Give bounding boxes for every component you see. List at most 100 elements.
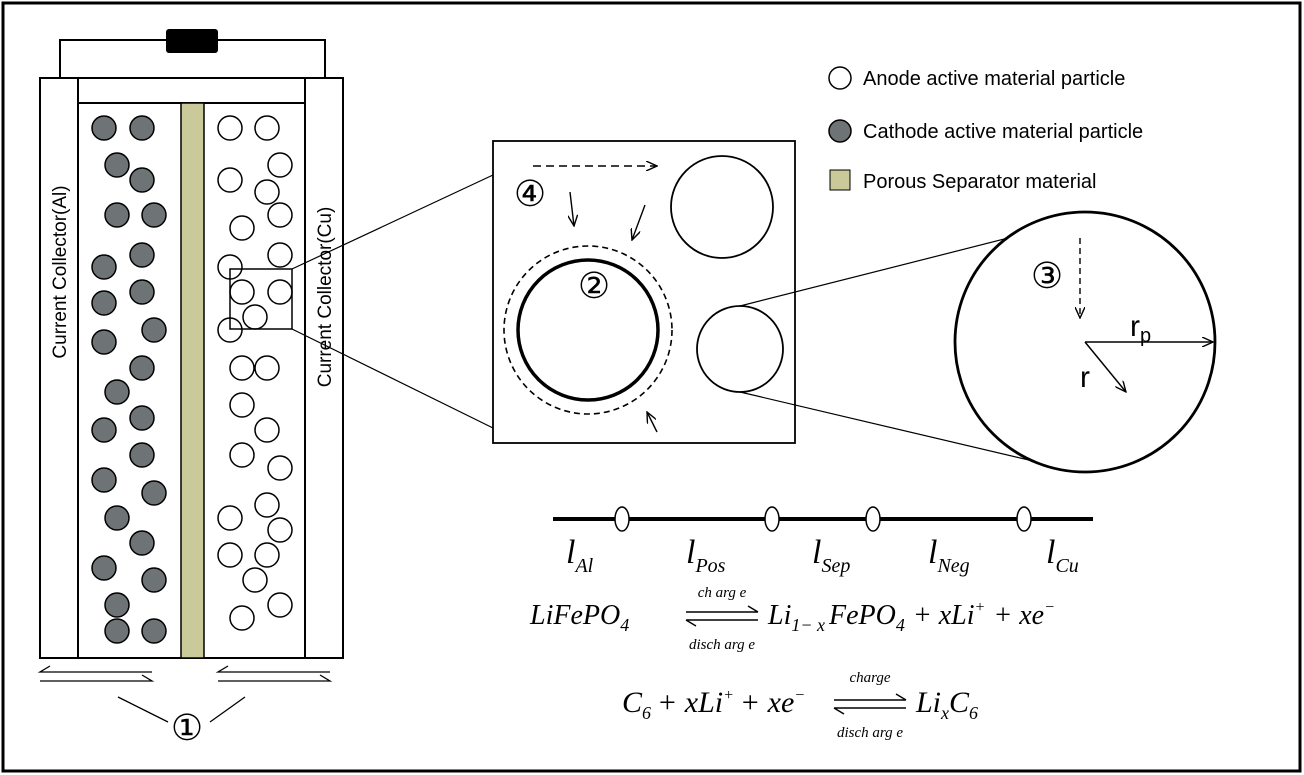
domain-nodes bbox=[614, 506, 1032, 532]
eq2-left-a: C bbox=[622, 686, 643, 719]
cathode-particle bbox=[91, 467, 117, 493]
anode-particle bbox=[267, 455, 293, 481]
collector-al bbox=[39, 77, 79, 659]
domain-label-base: l bbox=[686, 534, 695, 571]
eq1-right-c-sup: + bbox=[975, 599, 986, 616]
anode-particle bbox=[229, 279, 255, 305]
anode-particle bbox=[254, 417, 280, 443]
zoom-connector-top bbox=[291, 174, 494, 270]
cathode-particle bbox=[91, 555, 117, 581]
rp-label-base: r bbox=[1130, 310, 1140, 343]
cathode-particle bbox=[129, 355, 155, 381]
anode-particles bbox=[217, 115, 293, 631]
eq1-right-d: + xe bbox=[993, 600, 1044, 631]
anode-equation: C6+ xLi++ xe− charge disch arg e LixC6 bbox=[622, 670, 978, 741]
legend: Anode active material particle Cathode a… bbox=[828, 66, 1143, 193]
ion-arrow-diagonal bbox=[632, 204, 646, 240]
eq1-reverse-arrow bbox=[685, 619, 758, 627]
anode-particle bbox=[229, 355, 255, 381]
eq2-left-c: + xe bbox=[740, 686, 794, 719]
eq1-left-base: LiFePO bbox=[529, 600, 620, 631]
battery-load-symbol bbox=[166, 29, 218, 53]
rp-label: rp bbox=[1130, 310, 1151, 347]
eq1-right-a-sub: 1− x bbox=[791, 615, 825, 635]
anode-particle bbox=[267, 152, 293, 178]
legend-cathode-swatch bbox=[828, 119, 852, 143]
collector-cu-label: Current Collector(Cu) bbox=[315, 207, 336, 388]
anode-particle bbox=[254, 542, 280, 568]
anode-particle bbox=[229, 442, 255, 468]
eq1-forward-arrow bbox=[686, 605, 759, 613]
anode-particle bbox=[242, 304, 268, 330]
legend-anode-label: Anode active material particle bbox=[863, 68, 1125, 90]
zoom-selection-box bbox=[229, 268, 293, 330]
separator-layer bbox=[180, 102, 205, 659]
eq2-over-label: charge bbox=[849, 670, 890, 686]
eq2-right-a-sub: x bbox=[940, 703, 949, 723]
anode-particle bbox=[229, 605, 255, 631]
domain-label-neg: lNeg bbox=[928, 534, 970, 577]
particle-surface-circle bbox=[516, 258, 660, 402]
anode-particle bbox=[242, 567, 268, 593]
domain-label-sub: Al bbox=[573, 555, 593, 577]
eq2-forward-arrow bbox=[834, 693, 907, 701]
arrow-left-left-region bbox=[37, 665, 152, 673]
domain-label-sub: Pos bbox=[694, 555, 725, 577]
cathode-particle bbox=[141, 618, 167, 644]
cathode-particle bbox=[91, 290, 117, 316]
marker-3: ③ bbox=[1031, 256, 1063, 296]
domain-label-sub: Neg bbox=[936, 555, 969, 577]
r-arrow bbox=[1084, 341, 1126, 392]
anode-particle bbox=[254, 115, 280, 141]
rp-label-sub: p bbox=[1140, 325, 1151, 347]
domain-label-pos: lPos bbox=[686, 534, 726, 577]
transport-arrows bbox=[37, 665, 333, 682]
domain-label-sub: Sep bbox=[821, 555, 850, 577]
cathode-particle bbox=[91, 115, 117, 141]
eq1-under-label: disch arg e bbox=[689, 637, 755, 653]
domain-label-base: l bbox=[566, 534, 575, 571]
cathode-particle bbox=[91, 329, 117, 355]
anode-particle bbox=[267, 279, 293, 305]
eq1-over-label: ch arg e bbox=[698, 585, 747, 601]
cathode-particle bbox=[104, 592, 130, 618]
anode-particle bbox=[267, 242, 293, 268]
domain-node bbox=[614, 506, 630, 532]
eq2-left-b-sup: + bbox=[723, 687, 734, 704]
eq2-right-b: C bbox=[949, 686, 970, 719]
anode-particle bbox=[267, 517, 293, 543]
legend-cathode-label: Cathode active material particle bbox=[863, 121, 1143, 143]
eq2-left-c-sup: − bbox=[794, 687, 805, 704]
eq1-right-c: + xLi bbox=[913, 600, 975, 631]
r-label: r bbox=[1080, 361, 1090, 394]
cathode-particle bbox=[91, 254, 117, 280]
anode-particle bbox=[267, 202, 293, 228]
eq1-right-a: Li bbox=[767, 600, 791, 631]
cathode-particle bbox=[104, 202, 130, 228]
cathode-particle bbox=[141, 317, 167, 343]
anode-particle bbox=[254, 492, 280, 518]
right-particle bbox=[696, 305, 784, 393]
domain-label-sep: lSep bbox=[812, 534, 850, 577]
anode-particle bbox=[217, 115, 243, 141]
domain-label-base: l bbox=[812, 534, 821, 571]
cathode-particle bbox=[141, 480, 167, 506]
cathode-particle bbox=[104, 152, 130, 178]
cathode-particle bbox=[129, 242, 155, 268]
eq2-left-b: + xLi bbox=[657, 686, 723, 719]
marker-4: ④ bbox=[514, 174, 546, 214]
particle-zoom-connector-top bbox=[739, 231, 1033, 307]
cathode-particle bbox=[129, 279, 155, 305]
ion-arrow-down bbox=[570, 191, 574, 226]
anode-particle bbox=[254, 355, 280, 381]
anode-particle bbox=[229, 215, 255, 241]
domain-label-sub: Cu bbox=[1055, 555, 1078, 577]
particle-zoom-connector-bottom bbox=[739, 391, 1051, 466]
legend-anode-swatch bbox=[828, 66, 852, 90]
zoom-connector-bottom bbox=[291, 328, 494, 429]
eq2-reverse-arrow bbox=[833, 707, 906, 715]
